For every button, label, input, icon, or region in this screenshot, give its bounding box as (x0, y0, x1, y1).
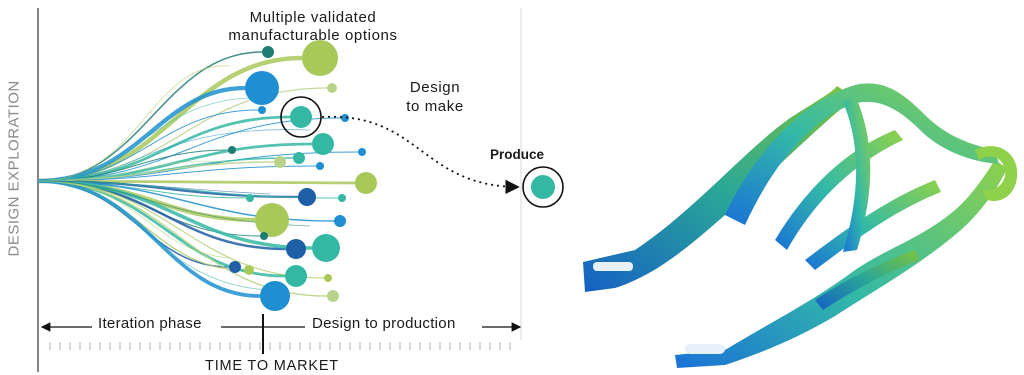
3d-printed-lattice-bracket-icon (583, 83, 1018, 368)
bracket-upper-arch (725, 83, 999, 225)
design-to-production-label: Design to production (308, 315, 460, 332)
design-exploration-diagram (37, 8, 564, 372)
bracket-cross-rib-2 (805, 180, 941, 270)
bracket-rear-hook (975, 146, 1018, 201)
design-option-bubble (285, 265, 307, 287)
design-option-bubble (245, 71, 279, 105)
design-option-bubble (229, 261, 241, 273)
time-tick-ruler (49, 342, 511, 350)
design-option-bubbles (228, 40, 377, 311)
produce-label: Produce (490, 147, 545, 162)
validated-options-label: Multiple validated manufacturable option… (215, 9, 411, 45)
design-option-bubble (312, 133, 334, 155)
exploration-strand (37, 65, 231, 182)
design-to-make-label: Design to make (400, 78, 470, 116)
design-option-bubble (298, 188, 316, 206)
exploration-strand (37, 180, 271, 195)
iteration-phase-label: Iteration phase (94, 315, 206, 332)
exploration-strands (37, 51, 359, 298)
front-leg-slot (685, 344, 725, 354)
time-to-market-label: TIME TO MARKET (205, 358, 339, 374)
design-option-bubble (290, 106, 312, 128)
exploration-strand (37, 129, 311, 182)
design-option-bubble (312, 234, 340, 262)
design-option-bubble (260, 232, 268, 240)
design-option-bubble (293, 152, 305, 164)
validated-options-line2: manufacturable options (228, 27, 398, 44)
design-option-bubble (255, 203, 289, 237)
design-option-bubble (327, 290, 339, 302)
design-to-make-line2: to make (406, 98, 464, 115)
design-option-bubble (338, 194, 346, 202)
validated-options-line1: Multiple validated (249, 9, 377, 26)
exploration-strand (37, 180, 328, 297)
exploration-strand (37, 180, 311, 227)
exploration-strand (37, 160, 231, 182)
design-option-bubble (358, 148, 366, 156)
exploration-strand (37, 97, 271, 182)
design-option-bubble (258, 106, 266, 114)
design-option-bubble (334, 215, 346, 227)
exploration-strand (37, 180, 231, 259)
design-option-bubble (228, 146, 236, 154)
design-option-bubble (246, 194, 254, 202)
bracket-cross-rib-3 (843, 95, 871, 252)
design-option-bubble (324, 274, 332, 282)
design-option-bubble (260, 281, 290, 311)
design-option-bubble (274, 156, 286, 168)
design-option-bubble (286, 239, 306, 259)
bracket-cross-rib-1 (775, 130, 903, 250)
produced-option-bubble (531, 175, 555, 199)
design-option-bubble (302, 40, 338, 76)
y-axis-label: DESIGN EXPLORATION (5, 80, 23, 257)
left-leg-slot (593, 262, 633, 271)
exploration-strand (37, 180, 271, 291)
design-option-bubble (355, 172, 377, 194)
design-option-bubble (316, 162, 324, 170)
bracket-cross-rib-4 (815, 250, 919, 310)
design-option-bubble (262, 46, 274, 58)
design-option-bubble (327, 83, 337, 93)
exploration-strand (37, 85, 246, 184)
design-option-bubble (341, 114, 349, 122)
selected-option-ring (280, 96, 322, 138)
design-option-bubble (244, 265, 254, 275)
design-to-make-line1: Design (409, 79, 461, 96)
